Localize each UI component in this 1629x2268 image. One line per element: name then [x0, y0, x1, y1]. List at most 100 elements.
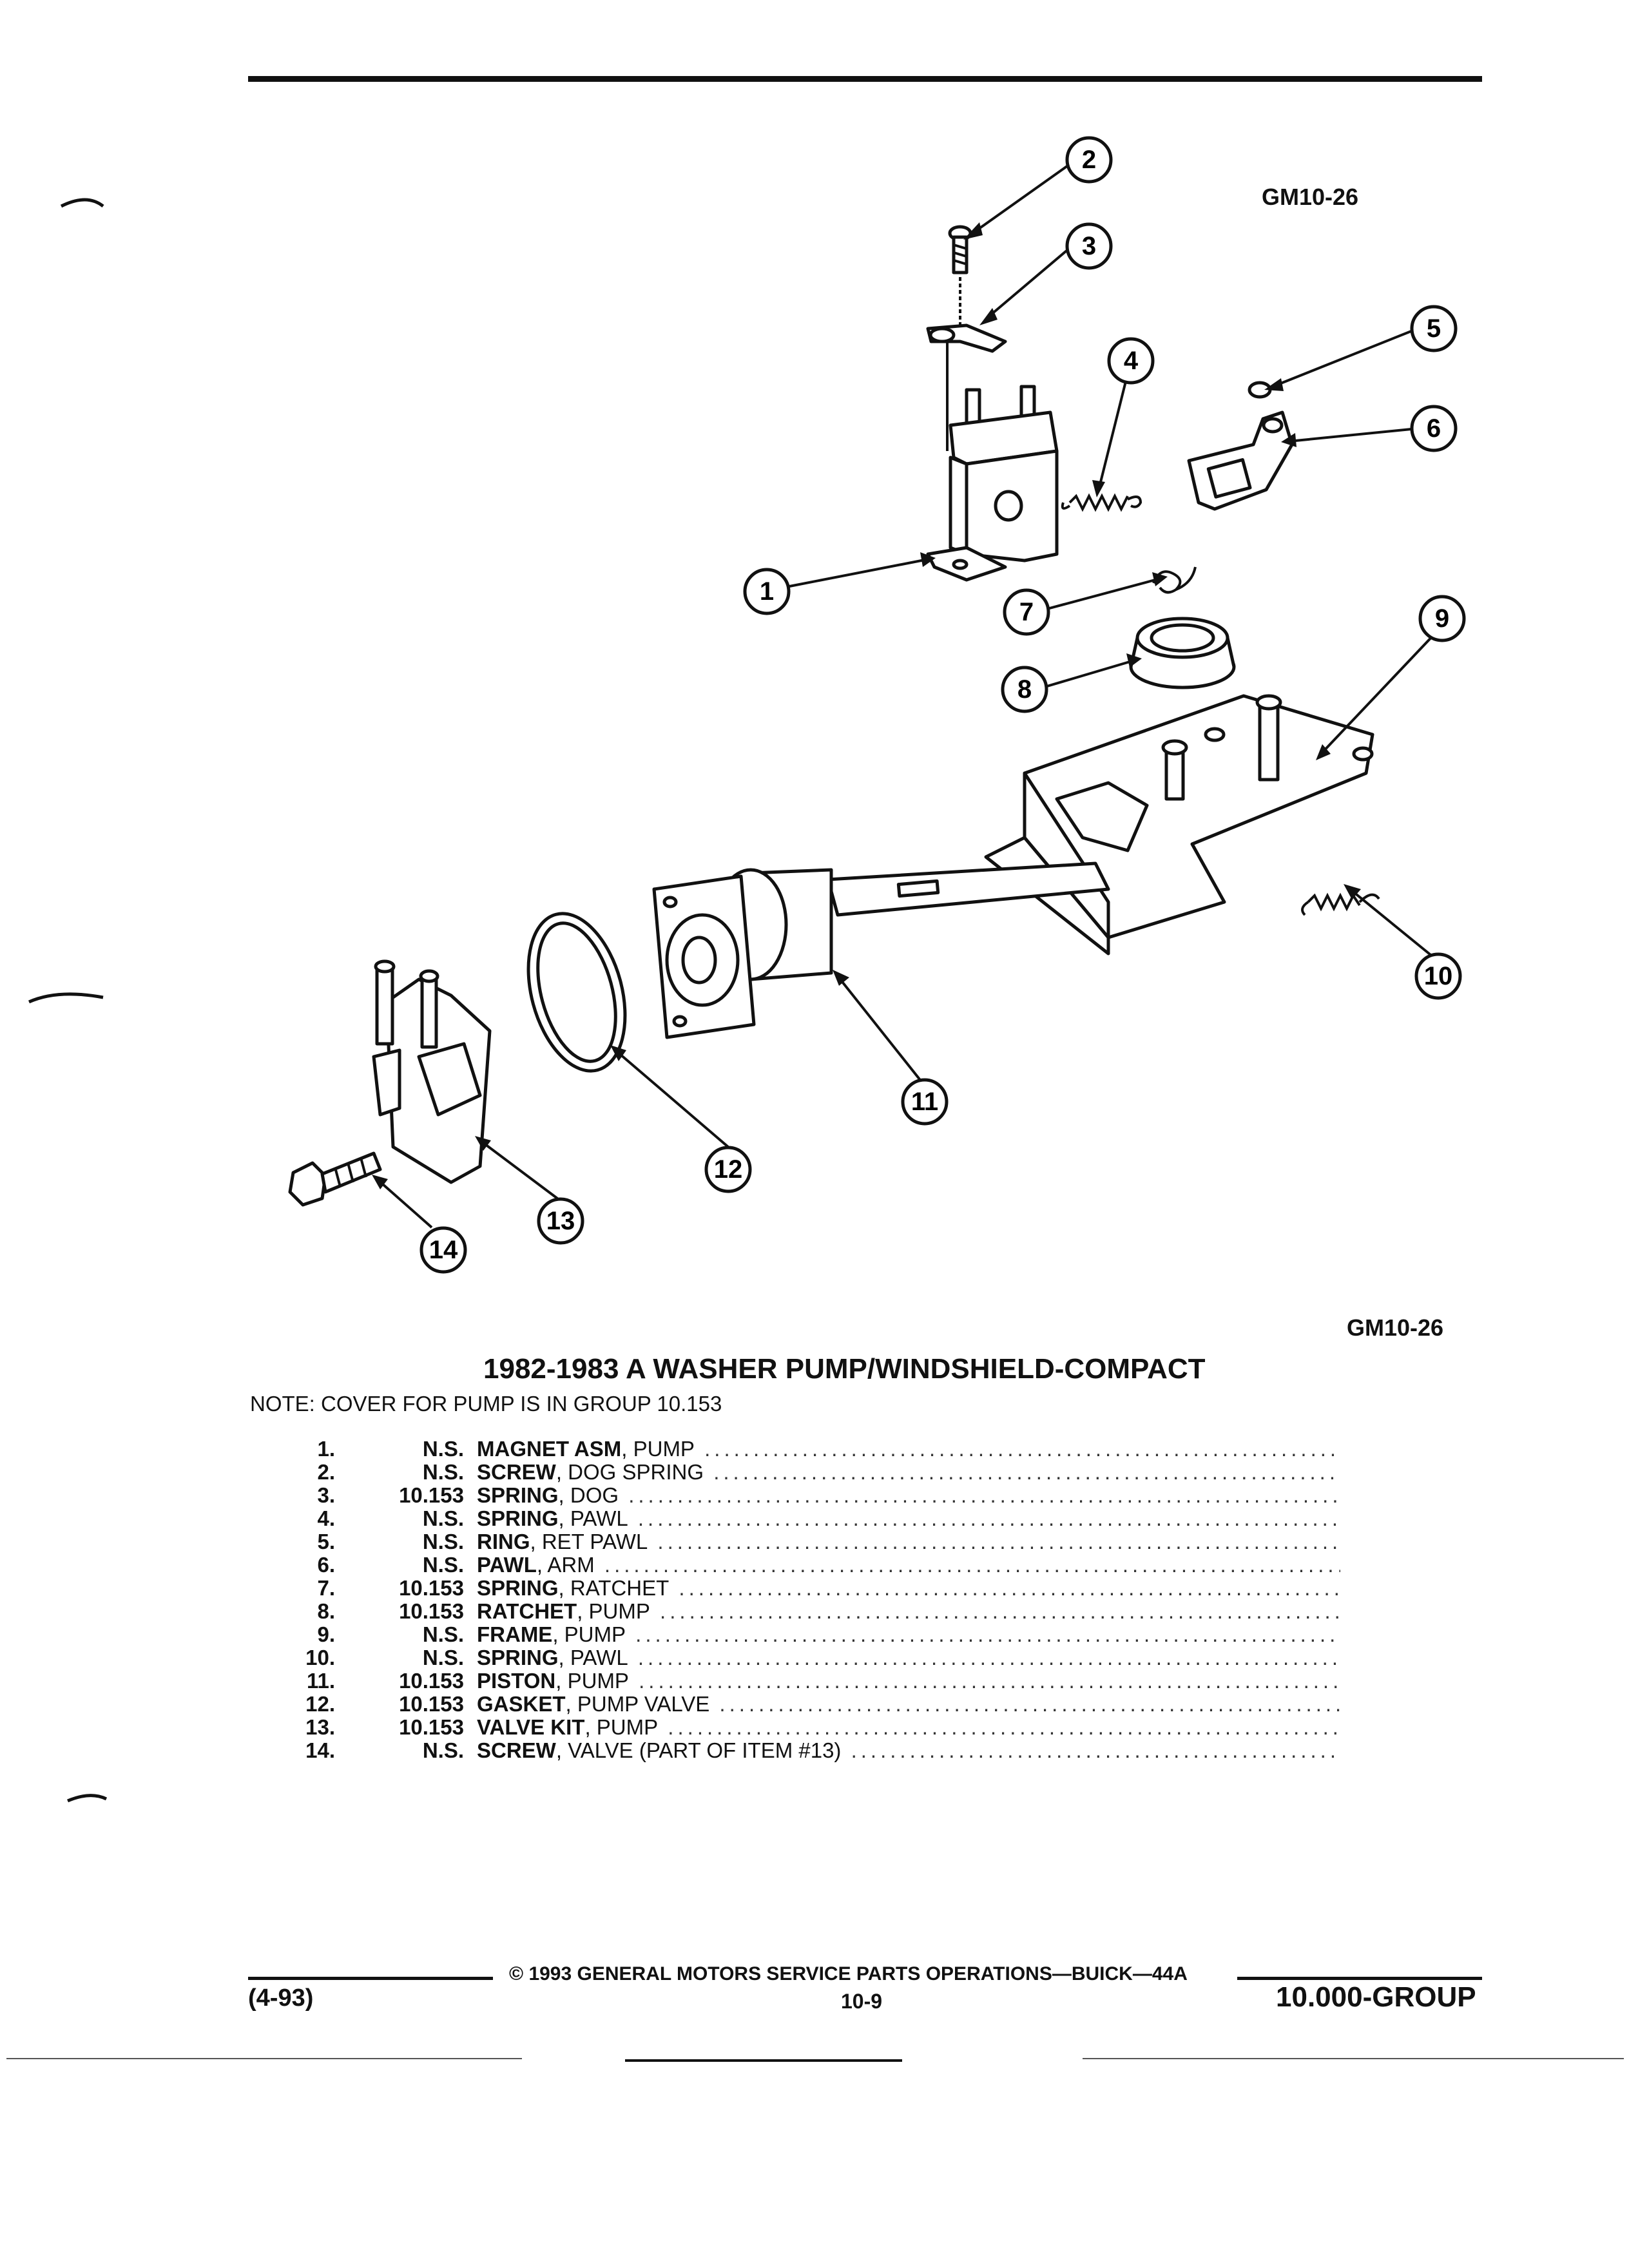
svg-text:12: 12 — [714, 1155, 743, 1184]
part-name: VALVE KIT — [477, 1715, 585, 1739]
part-description: RATCHET, PUMP ..........................… — [477, 1599, 1340, 1624]
part-name: SPRING — [477, 1506, 559, 1530]
parts-list-row: 2.N.S.SCREW, DOG SPRING ................… — [245, 1460, 1340, 1484]
piston-part-11 — [652, 861, 1110, 1039]
exploded-diagram: 1 2 3 4 5 6 7 8 9 10 11 12 13 14 — [288, 136, 1466, 1274]
dot-leader: ........................................… — [719, 1692, 1340, 1716]
figure-code-top: GM10-26 — [1262, 184, 1359, 210]
page-title: 1982-1983 A WASHER PUMP/WINDSHIELD-COMPA… — [483, 1353, 1206, 1385]
parts-list-row: 14.N.S.SCREW, VALVE (PART OF ITEM #13) .… — [245, 1738, 1340, 1762]
svg-text:13: 13 — [546, 1207, 575, 1235]
pawl-spring-part-4 — [1061, 493, 1142, 512]
part-number: 9. — [317, 1622, 335, 1646]
leader-lines — [372, 163, 1438, 1229]
svg-text:1: 1 — [760, 577, 774, 606]
scan-line-1 — [6, 2058, 522, 2059]
scan-line-3 — [1083, 2058, 1624, 2059]
part-name: FRAME — [477, 1622, 553, 1646]
parts-list-row: 9.N.S.FRAME, PUMP ......................… — [245, 1622, 1340, 1646]
part-name: GASKET — [477, 1692, 566, 1716]
svg-text:3: 3 — [1082, 232, 1096, 260]
part-name: PAWL — [477, 1553, 537, 1577]
dog-spring-part-3 — [926, 323, 1007, 451]
part-name: SCREW — [477, 1738, 556, 1762]
part-number: 3. — [317, 1483, 335, 1507]
screw-part-2 — [948, 225, 972, 335]
part-detail: , PUMP — [584, 1715, 659, 1739]
magnet-asm-part-1 — [926, 385, 1059, 582]
part-group: N.S. — [422, 1506, 464, 1530]
parts-list-row: 5.N.S.RING, RET PAWL ...................… — [245, 1530, 1340, 1553]
part-number: 6. — [317, 1553, 335, 1577]
part-group: N.S. — [422, 1530, 464, 1553]
part-number: 2. — [317, 1460, 335, 1484]
callout-12: 12 — [704, 1146, 752, 1193]
part-group: N.S. — [422, 1460, 464, 1484]
figure-code-bottom: GM10-26 — [1347, 1314, 1444, 1341]
footer-page-number: 10-9 — [841, 1990, 883, 2013]
dot-leader: ........................................… — [679, 1576, 1340, 1600]
callout-5: 5 — [1410, 305, 1458, 352]
callout-6: 6 — [1410, 405, 1458, 452]
part-name: SPRING — [477, 1646, 559, 1669]
svg-text:7: 7 — [1019, 598, 1034, 626]
part-detail: , PUMP VALVE — [565, 1692, 710, 1716]
part-group: 10.153 — [399, 1599, 464, 1623]
part-number: 11. — [306, 1669, 335, 1693]
footer-revision: (4-93) — [248, 1984, 314, 2012]
part-detail: , PUMP — [555, 1669, 629, 1693]
part-description: SPRING, PAWL ...........................… — [477, 1646, 1340, 1670]
part-name: SCREW — [477, 1460, 556, 1484]
part-detail: , PUMP — [577, 1599, 650, 1623]
part-detail: , ARM — [536, 1553, 595, 1577]
callout-4: 4 — [1107, 337, 1155, 385]
callout-11: 11 — [901, 1078, 949, 1126]
part-detail: , RATCHET — [558, 1576, 670, 1600]
part-number: 13. — [305, 1715, 335, 1739]
parts-list-row: 1.N.S.MAGNET ASM, PUMP .................… — [245, 1437, 1340, 1461]
callout-2: 2 — [1065, 136, 1113, 184]
callout-13: 13 — [537, 1197, 584, 1245]
part-number: 14. — [305, 1738, 335, 1762]
screw-part-14 — [288, 1151, 382, 1207]
note: NOTE: COVER FOR PUMP IS IN GROUP 10.153 — [250, 1392, 722, 1416]
part-detail: , RET PAWL — [530, 1530, 648, 1553]
svg-text:14: 14 — [429, 1236, 458, 1264]
pawl-arm-part-6 — [1187, 410, 1294, 511]
part-description: RING, RET PAWL .........................… — [477, 1530, 1340, 1554]
part-description: GASKET, PUMP VALVE .....................… — [477, 1692, 1340, 1716]
part-name: PISTON — [477, 1669, 556, 1693]
valve-kit-part-13 — [372, 959, 492, 1184]
footer-copyright: © 1993 GENERAL MOTORS SERVICE PARTS OPER… — [509, 1963, 1188, 1984]
part-name: SPRING — [477, 1483, 559, 1507]
dot-leader: ........................................… — [639, 1669, 1340, 1693]
ratchet-part-8 — [1129, 617, 1236, 689]
gasket-part-12 — [526, 912, 627, 1073]
callout-10: 10 — [1414, 952, 1462, 1000]
part-description: FRAME, PUMP ............................… — [477, 1622, 1340, 1647]
part-detail: , DOG — [558, 1483, 619, 1507]
svg-text:4: 4 — [1124, 347, 1139, 375]
part-name: RATCHET — [477, 1599, 577, 1623]
part-number: 10. — [305, 1646, 335, 1669]
dot-leader: ........................................… — [668, 1715, 1340, 1739]
part-detail: , VALVE (PART OF ITEM #13) — [555, 1738, 842, 1762]
part-group: N.S. — [422, 1437, 464, 1461]
dot-leader: ........................................… — [851, 1738, 1340, 1762]
part-number: 1. — [317, 1437, 335, 1461]
top-rule — [248, 76, 1482, 82]
part-detail: , PAWL — [558, 1506, 628, 1530]
dot-leader: ........................................… — [660, 1599, 1340, 1623]
part-detail: , PUMP — [552, 1622, 626, 1646]
dot-leader: ........................................… — [637, 1646, 1340, 1669]
part-group: N.S. — [422, 1646, 464, 1669]
part-detail: , PUMP — [621, 1437, 695, 1461]
dot-leader: ........................................… — [657, 1530, 1340, 1553]
binding-marks — [28, 198, 108, 1803]
frame-part-9 — [984, 694, 1374, 956]
callout-14: 14 — [419, 1226, 467, 1274]
